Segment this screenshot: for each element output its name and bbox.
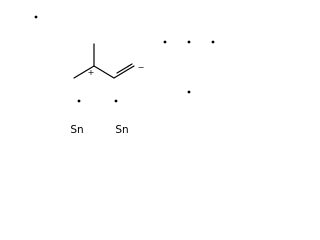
radical-dot-4 bbox=[211, 40, 215, 44]
radical-dot-3 bbox=[187, 40, 191, 44]
tin-atom-label-2: Sn bbox=[115, 124, 128, 136]
bond-vinyl bbox=[113, 65, 135, 79]
cation-charge: + bbox=[88, 68, 95, 77]
radical-dot-6 bbox=[77, 99, 81, 103]
tin-atom-label-1: Sn bbox=[70, 124, 83, 136]
radical-dot-5 bbox=[187, 90, 191, 94]
molecule-diagram: + − Sn Sn bbox=[34, 15, 215, 136]
radical-dot-1 bbox=[34, 15, 38, 19]
bond-center-right bbox=[93, 65, 115, 79]
anion-charge: − bbox=[138, 63, 145, 72]
radical-dot-7 bbox=[114, 99, 118, 103]
bond-methyl-left bbox=[73, 65, 95, 79]
bond-vinyl-double bbox=[116, 63, 133, 74]
radical-dot-2 bbox=[163, 40, 167, 44]
